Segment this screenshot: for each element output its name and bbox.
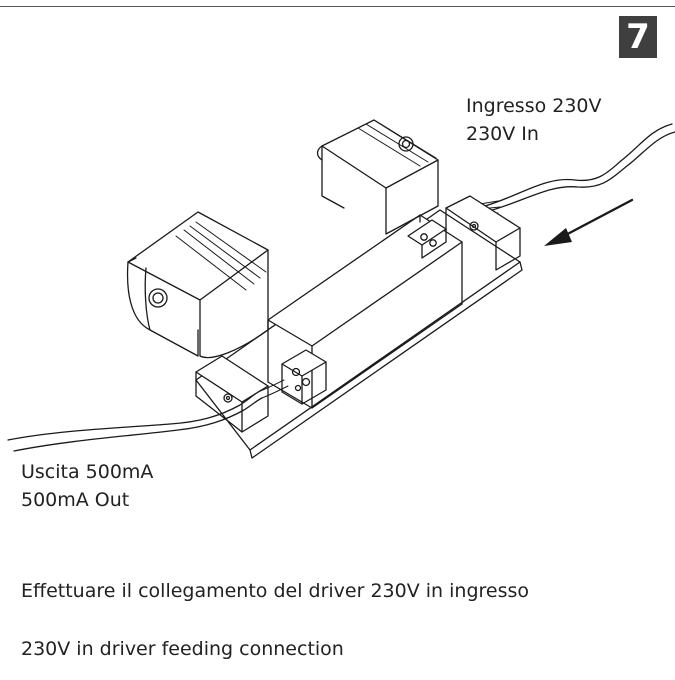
right-end-cover	[316, 119, 439, 235]
input-cable	[479, 123, 675, 215]
output-label: Uscita 500mA 500mA Out	[21, 458, 153, 514]
output-label-english: 500mA Out	[21, 489, 130, 511]
output-terminal-block	[257, 349, 327, 405]
header-rule	[0, 6, 675, 7]
left-end-cover	[126, 211, 269, 359]
input-label-english: 230V In	[466, 123, 539, 145]
input-label: Ingresso 230V 230V In	[466, 92, 602, 148]
insertion-arrow-icon	[544, 198, 634, 246]
caption-english: 230V in driver feeding connection	[21, 638, 344, 660]
output-cable	[7, 391, 263, 452]
left-end-bracket	[195, 355, 269, 433]
output-label-italian: Uscita 500mA	[21, 461, 154, 483]
right-end-bracket	[445, 195, 521, 271]
caption-italian: Effettuare il collegamento del driver 23…	[21, 580, 530, 602]
step-number-badge: 7	[619, 16, 657, 58]
driver-body	[267, 214, 463, 409]
input-label-italian: Ingresso 230V	[466, 95, 602, 117]
